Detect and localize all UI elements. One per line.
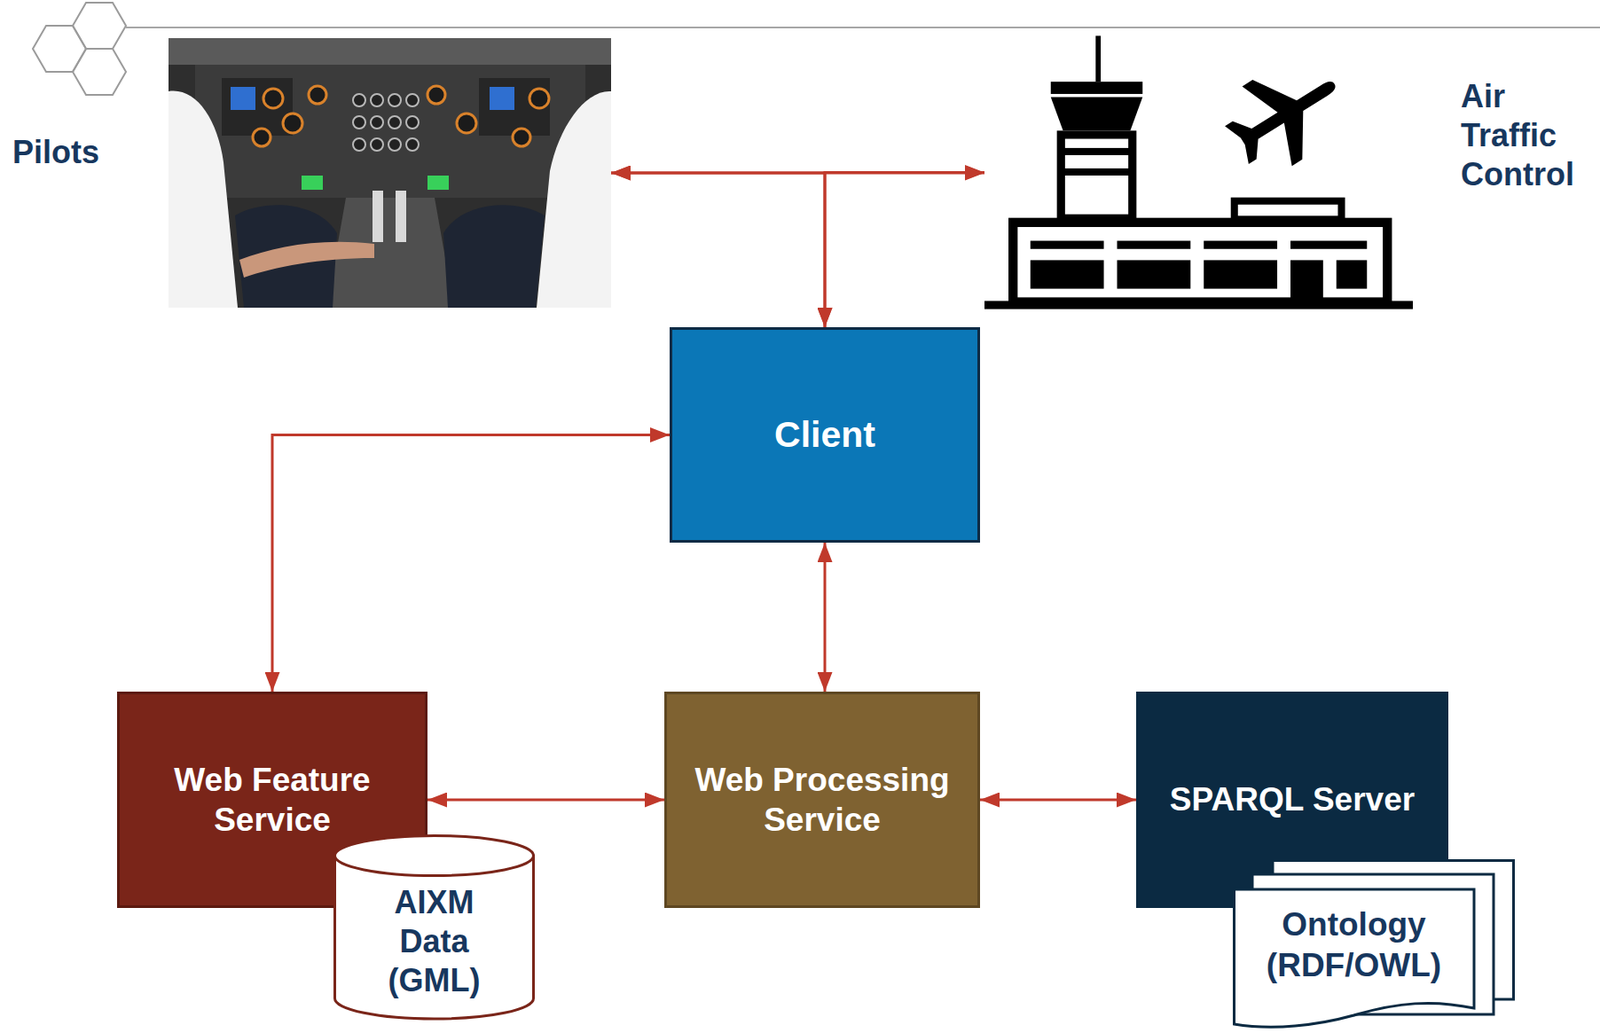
connector-arrow bbox=[611, 172, 825, 328]
cockpit-photo bbox=[168, 38, 612, 308]
cockpit-dial bbox=[308, 86, 327, 104]
tower-symbol bbox=[1050, 35, 1144, 219]
cockpit-screen bbox=[427, 175, 449, 190]
header-rule bbox=[125, 27, 1600, 29]
cockpit-gauge bbox=[406, 94, 419, 107]
cockpit-gauge bbox=[388, 138, 401, 151]
airplane-symbol bbox=[1211, 44, 1359, 186]
text-slot: Ontology (RDF/OWL) bbox=[1232, 889, 1475, 1001]
terminal-symbol bbox=[1203, 259, 1278, 289]
terminal-symbol bbox=[1030, 241, 1105, 250]
pilot-figure bbox=[443, 204, 545, 308]
terminal-symbol bbox=[984, 201, 1413, 310]
cockpit-gauge bbox=[388, 94, 401, 107]
tower-symbol bbox=[1095, 35, 1101, 82]
terminal-symbol bbox=[1117, 259, 1192, 289]
tower-symbol bbox=[1060, 168, 1133, 176]
pilot-figure bbox=[168, 91, 238, 308]
box-label: Web Processing Service bbox=[684, 760, 960, 840]
text-slot: Pilots bbox=[12, 133, 100, 172]
atc-icon bbox=[984, 35, 1413, 310]
terminal-symbol bbox=[1290, 259, 1324, 303]
logo-hexagon bbox=[72, 2, 126, 49]
connector-arrow bbox=[824, 172, 985, 329]
client-box: Client bbox=[669, 327, 981, 543]
terminal-symbol bbox=[1012, 222, 1388, 303]
actor-icon: Air Traffic Control bbox=[984, 35, 1413, 310]
document-stack-outline bbox=[1232, 859, 1515, 1031]
cockpit-photo bbox=[478, 78, 550, 136]
text-slot: AIXM Data (GML) bbox=[333, 883, 535, 1001]
cockpit-gauge bbox=[370, 138, 384, 151]
database-cylinder: AIXM Data (GML) bbox=[333, 834, 535, 1020]
cockpit-photo bbox=[195, 64, 586, 198]
actor-label: Pilots bbox=[12, 133, 100, 172]
cockpit-dial bbox=[263, 88, 283, 109]
box-label: SPARQL Server bbox=[1169, 779, 1415, 820]
airplane-symbol bbox=[1211, 44, 1359, 186]
text-slot: Air Traffic Control bbox=[1460, 77, 1585, 195]
cockpit-gauge bbox=[352, 116, 366, 129]
pilot-figure bbox=[239, 242, 375, 278]
tower-symbol bbox=[1050, 96, 1144, 131]
actor-label: Air Traffic Control bbox=[1460, 77, 1585, 195]
actor-photo: Pilots bbox=[168, 38, 612, 308]
cockpit-photo bbox=[168, 38, 612, 308]
cockpit-dial bbox=[252, 128, 271, 147]
cockpit-gauge bbox=[352, 138, 366, 151]
logo-hexagon bbox=[32, 25, 87, 72]
connector-arrow bbox=[272, 435, 670, 693]
cockpit-photo bbox=[168, 38, 612, 308]
cockpit-dial bbox=[427, 86, 446, 104]
terminal-symbol bbox=[1336, 259, 1368, 289]
cockpit-pedestal bbox=[395, 190, 407, 243]
terminal-symbol bbox=[1234, 201, 1342, 220]
document-stack: Ontology (RDF/OWL) bbox=[1232, 859, 1515, 1031]
cockpit-gauge bbox=[352, 94, 366, 107]
cockpit-photo bbox=[221, 78, 293, 136]
terminal-symbol bbox=[984, 300, 1413, 309]
tower-symbol bbox=[1050, 81, 1144, 95]
cockpit-gauge bbox=[370, 116, 384, 129]
cockpit-gauge bbox=[370, 94, 384, 107]
document-stack-outline bbox=[1234, 889, 1475, 1028]
database-cylinder-outline bbox=[335, 836, 534, 877]
connector-arrow bbox=[427, 799, 665, 802]
box-label: Web Feature Service bbox=[143, 760, 401, 840]
cockpit-gauge bbox=[406, 116, 419, 129]
terminal-symbol bbox=[1290, 241, 1367, 250]
tower-symbol bbox=[1060, 134, 1133, 219]
cockpit-gauge bbox=[388, 116, 401, 129]
logo-hexagon bbox=[72, 48, 126, 95]
cockpit-photo bbox=[489, 86, 515, 110]
tower-symbol bbox=[1060, 148, 1133, 156]
cockpit-dial bbox=[512, 128, 531, 147]
box-label: Client bbox=[774, 413, 876, 457]
cockpit-screen bbox=[301, 175, 323, 190]
cockpit-gauge bbox=[406, 138, 419, 151]
cockpit-pedestal bbox=[372, 190, 384, 243]
cockpit-screen bbox=[301, 175, 449, 190]
cockpit-photo bbox=[168, 38, 612, 65]
database-cylinder-outline bbox=[335, 855, 534, 1020]
terminal-symbol bbox=[1030, 259, 1105, 289]
service-box: Web Processing Service bbox=[664, 691, 981, 909]
header-rule bbox=[125, 26, 1600, 29]
connector-arrow bbox=[823, 542, 827, 692]
document-label: Ontology (RDF/OWL) bbox=[1247, 904, 1461, 985]
pilot-figure bbox=[536, 91, 612, 308]
cockpit-dial bbox=[252, 86, 550, 147]
terminal-symbol bbox=[1203, 241, 1278, 250]
cockpit-dial bbox=[456, 113, 477, 134]
terminal-symbol bbox=[1117, 241, 1192, 250]
cockpit-dial bbox=[282, 113, 303, 134]
connector-arrow bbox=[980, 799, 1137, 802]
pilot-figure bbox=[168, 91, 612, 308]
database-label: AIXM Data (GML) bbox=[368, 883, 502, 1001]
cockpit-photo bbox=[230, 86, 256, 110]
logo-hexagon bbox=[32, 2, 126, 95]
cockpit-dial bbox=[529, 88, 550, 109]
cockpit-gauge bbox=[352, 94, 419, 151]
